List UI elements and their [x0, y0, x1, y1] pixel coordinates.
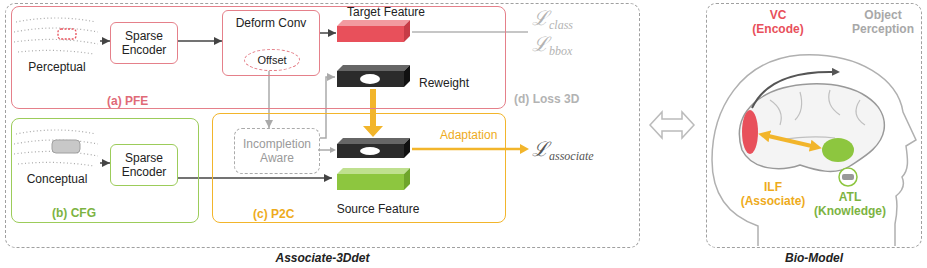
illustration-part	[337, 168, 410, 174]
illustration-part	[337, 144, 404, 158]
brain-outline	[739, 84, 884, 172]
adaptation-arrowhead	[520, 144, 529, 154]
masked-slab	[337, 138, 410, 158]
node-text: Incompletion Aware	[238, 137, 316, 165]
illustration-part	[795, 92, 802, 120]
flow-arrow	[100, 162, 110, 164]
encoder-box: Sparse Encoder	[110, 144, 178, 186]
node-text: Source Feature	[337, 202, 420, 216]
illustration-part	[337, 138, 410, 144]
illustration-part	[18, 50, 94, 54]
node-text: (a) PFE	[107, 94, 148, 108]
offset-ellipse: Offset	[244, 49, 300, 71]
illustration-part	[360, 74, 380, 84]
process-box: Offset Deform Conv	[222, 10, 320, 76]
node-text: Bio-Model	[707, 251, 921, 265]
flow-arrow	[100, 40, 110, 42]
node-text: Sparse Encoder	[114, 29, 174, 57]
input-scan: Conceptual	[14, 122, 100, 188]
illustration-part	[16, 18, 96, 22]
point-cloud	[14, 130, 98, 166]
illustration-part	[337, 174, 404, 190]
loss-wire	[412, 31, 528, 33]
node-text: Perceptual	[28, 60, 85, 74]
illustration-part	[14, 28, 98, 32]
node-text: Reweight	[419, 76, 469, 90]
region-label: ATL (Knowledge)	[810, 190, 890, 218]
region-label: VC (Encode)	[748, 8, 808, 36]
region-label: ILF (Associate)	[732, 180, 814, 208]
node-text: Offset	[257, 53, 286, 67]
ilf-arrow	[764, 135, 816, 147]
point-cloud	[14, 18, 98, 54]
partial-car	[58, 29, 76, 39]
module-box: Perceptual Sparse EncoderOffset Deform Con…	[11, 6, 506, 109]
node-text: Associate-3Ddet	[6, 251, 639, 265]
illustration-part	[404, 65, 410, 87]
illustration-part	[16, 130, 96, 134]
encoder-box: Sparse Encoder	[110, 22, 178, 64]
region-label: Object Perception	[848, 8, 918, 36]
illustration-part	[337, 71, 404, 87]
node-text: (b) CFG	[52, 206, 96, 220]
flow-arrow	[320, 77, 335, 138]
illustration-part	[337, 65, 410, 71]
car-icon	[842, 174, 854, 180]
illustration-part	[360, 147, 380, 155]
vc-region	[742, 110, 758, 154]
flow-arrow	[268, 71, 270, 128]
complete-car	[52, 140, 80, 153]
illustration-part	[770, 100, 781, 125]
brain-folds	[770, 90, 865, 140]
arrow-label: Adaptation	[440, 128, 497, 142]
equivalence-arrow	[650, 112, 694, 138]
loss-label: ℒbbox	[532, 32, 572, 63]
node-text: (c) P2C	[253, 207, 294, 221]
flow-arrow	[178, 177, 332, 179]
perception-arrow	[752, 72, 836, 108]
feature-map: Target Feature	[336, 4, 436, 48]
atl-region	[822, 138, 854, 162]
aware-box: Incompletion Aware	[234, 128, 320, 174]
node-text: Sparse Encoder	[114, 151, 174, 179]
mask-arrowhead	[330, 147, 336, 153]
node-text: Deform Conv	[236, 16, 307, 30]
illustration-part	[404, 168, 410, 190]
source-slab	[337, 168, 410, 190]
feature-map: Source Feature	[332, 168, 424, 218]
node-text: Target Feature	[347, 5, 425, 19]
illustration-part	[404, 20, 410, 42]
illustration-part	[829, 90, 840, 115]
input-scan: Perceptual	[14, 10, 100, 76]
stage-label: (d) Loss 3D	[514, 92, 579, 106]
illustration-part	[856, 100, 865, 125]
adaptation-arrow	[412, 148, 521, 151]
module-box: Conceptual Sparse Encoder (b) CFG	[11, 118, 199, 223]
target-slab	[337, 20, 410, 42]
illustration-part	[18, 162, 94, 166]
loss-label: ℒclass	[532, 6, 573, 37]
flow-arrow	[178, 40, 222, 42]
node-text: Conceptual	[27, 172, 88, 186]
feature-map: Reweight	[335, 64, 475, 94]
knowledge-icon	[839, 168, 857, 186]
loss-label: ℒassociate	[532, 137, 594, 168]
illustration-part	[14, 39, 98, 44]
illustration-part	[337, 20, 410, 26]
illustration-part	[404, 138, 410, 158]
illustration-part	[337, 26, 404, 42]
head-outline	[712, 55, 916, 246]
reweight-slab	[337, 65, 410, 87]
flow-arrow	[320, 32, 336, 34]
